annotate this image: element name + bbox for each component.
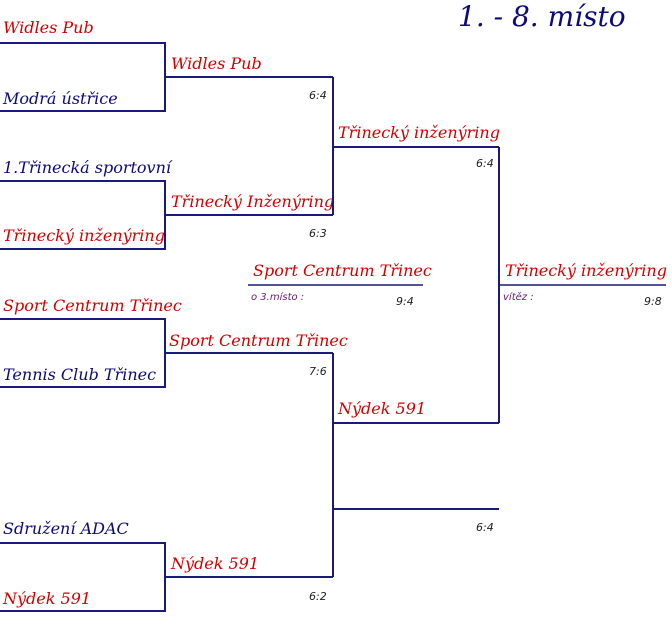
bracket-title: 1. - 8. místo [458, 0, 626, 33]
match1-winner: Widles Pub [171, 54, 262, 73]
final-winner: Třinecký inženýring [505, 261, 667, 280]
match3-score: 7:6 [309, 365, 327, 378]
third-place-score: 9:4 [396, 295, 414, 308]
match4-winner: Nýdek 591 [170, 554, 259, 573]
match2-winner: Třinecký Inženýring [171, 192, 334, 211]
third-place-team: Sport Centrum Třinec [253, 261, 432, 280]
match3-team-b: Tennis Club Třinec [3, 365, 156, 384]
final-label: vítěz : [503, 291, 534, 303]
match3-team-a: Sport Centrum Třinec [3, 296, 182, 315]
match4-team-a: Sdružení ADAC [3, 519, 129, 538]
match1-score: 6:4 [309, 89, 327, 102]
third-place-label: o 3.místo : [251, 291, 304, 303]
final-score: 9:8 [644, 295, 662, 308]
semi2-winner: Nýdek 591 [337, 399, 426, 418]
match1-team-b: Modrá ústřice [2, 89, 118, 108]
match1-team-a: Widles Pub [3, 18, 94, 37]
match4-score: 6:2 [309, 590, 327, 603]
match3-winner: Sport Centrum Třinec [169, 331, 348, 350]
semi2-score: 6:4 [476, 521, 494, 534]
semi1-score: 6:4 [476, 157, 494, 170]
semi1-winner: Třinecký inženýring [338, 123, 500, 142]
match2-team-b: Třinecký inženýring [3, 226, 165, 245]
match2-score: 6:3 [309, 227, 327, 240]
match4-team-b: Nýdek 591 [2, 589, 91, 608]
match2-team-a: 1.Třinecká sportovní [3, 158, 173, 177]
